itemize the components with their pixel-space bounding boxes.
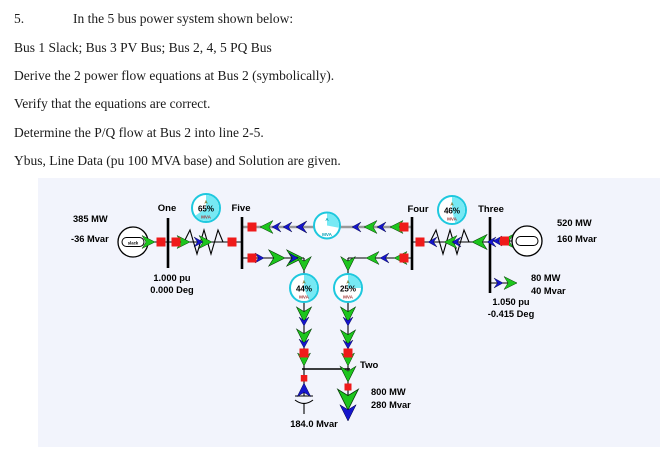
circuit-breaker [399,253,409,263]
gauge-mva-label: MVA [447,217,458,222]
doc-line-derive: Derive the 2 power flow equations at Bus… [14,68,335,83]
gauge-wedge [327,213,340,228]
gauge-mva-label: MVA [299,295,310,300]
doc-line-verify: Verify that the equations are correct. [14,96,211,111]
bus-two-label: Two [360,360,378,371]
bus-four-label: Four [407,204,428,215]
load2-mw-label: 800 MW [371,387,406,397]
circuit-breaker [171,237,181,247]
bus-five-label: Five [231,203,250,214]
generator-three-rotor [515,236,539,246]
circuit-breaker [227,237,237,247]
load3-mw-label: 80 MW [531,273,561,283]
generator-three [511,225,543,257]
circuit-breaker [415,237,425,247]
gauge-amp-label: A [346,280,350,285]
gauge-mva-label: MVA [343,295,354,300]
circuit-breaker [399,222,409,232]
doc-line-ybus: Ybus, Line Data (pu 100 MVA base) and So… [14,153,341,168]
shunt-breaker [300,375,308,382]
bus-three-voltage: 1.050 pu [492,297,530,307]
gauge-amp-label: A [450,202,454,207]
gen1-mvar-label: -36 Mvar [71,234,109,244]
shunt2-mvar-label: 184.0 Mvar [290,419,338,429]
circuit-breaker [343,348,353,358]
gauge-amp-label: A [302,280,306,285]
capacitor-plate-bottom [294,399,314,405]
gauge-percent: 46% [444,207,460,216]
gauge-line42: A 25% MVA [333,273,363,303]
generator-one-rotor [121,237,145,247]
line-one-five-zigzag [183,228,224,256]
gauge-line52: A 44% MVA [289,273,319,303]
circuit-breaker [247,222,257,232]
gauge-wedge [452,197,465,223]
gauge-amp-label: A [325,217,329,222]
problem-heading: 5. In the 5 bus power system shown below… [14,11,293,27]
line-four-three-zigzag [429,228,470,256]
gen1-mw-label: 385 MW [73,214,108,224]
circuit-breaker [156,237,166,247]
load2-mvar-label: 280 Mvar [371,400,411,410]
gen3-mvar-label: 160 Mvar [557,234,597,244]
bus-one-voltage: 1.000 pu [153,273,191,283]
bus-one-angle: 0.000 Deg [150,285,194,295]
doc-line-bus-types: Bus 1 Slack; Bus 3 PV Bus; Bus 2, 4, 5 P… [14,40,272,55]
gauge-line54: A MVA [313,211,341,240]
gauge-percent: 44% [296,285,312,294]
gauge-percent: 65% [198,205,214,214]
load-breaker [344,383,352,391]
bus-one-label: One [158,203,176,214]
gauge-wedge [195,195,219,222]
gauge-wedge [304,275,318,301]
gauge-mva-label: MVA [322,232,333,237]
load3-mvar-label: 40 Mvar [531,286,566,296]
generator-one: slack [117,226,149,258]
bus-three-label: Three [478,204,504,215]
gauge-percent: 25% [340,285,356,294]
gauge-amp-label: A [204,200,208,205]
problem-intro: In the 5 bus power system shown below: [73,11,294,26]
gauge-line43: A 46% MVA [437,195,467,225]
gauge-wedge [348,275,361,288]
gauge-mva-label: MVA [201,215,212,220]
gen3-mw-label: 520 MW [557,218,592,228]
generator-one-slack-tag: slack [128,241,139,246]
problem-number: 5. [14,11,25,26]
circuit-breaker [500,236,509,246]
circuit-breaker [299,348,309,358]
circuit-breakers [156,222,509,391]
doc-line-determine: Determine the P/Q flow at Bus 2 into lin… [14,125,264,140]
gauge-line15: A 65% MVA [191,193,221,223]
bus-three-angle: -0.415 Deg [488,309,535,319]
circuit-breaker [247,253,257,263]
oneline-diagram: slack [0,178,660,459]
